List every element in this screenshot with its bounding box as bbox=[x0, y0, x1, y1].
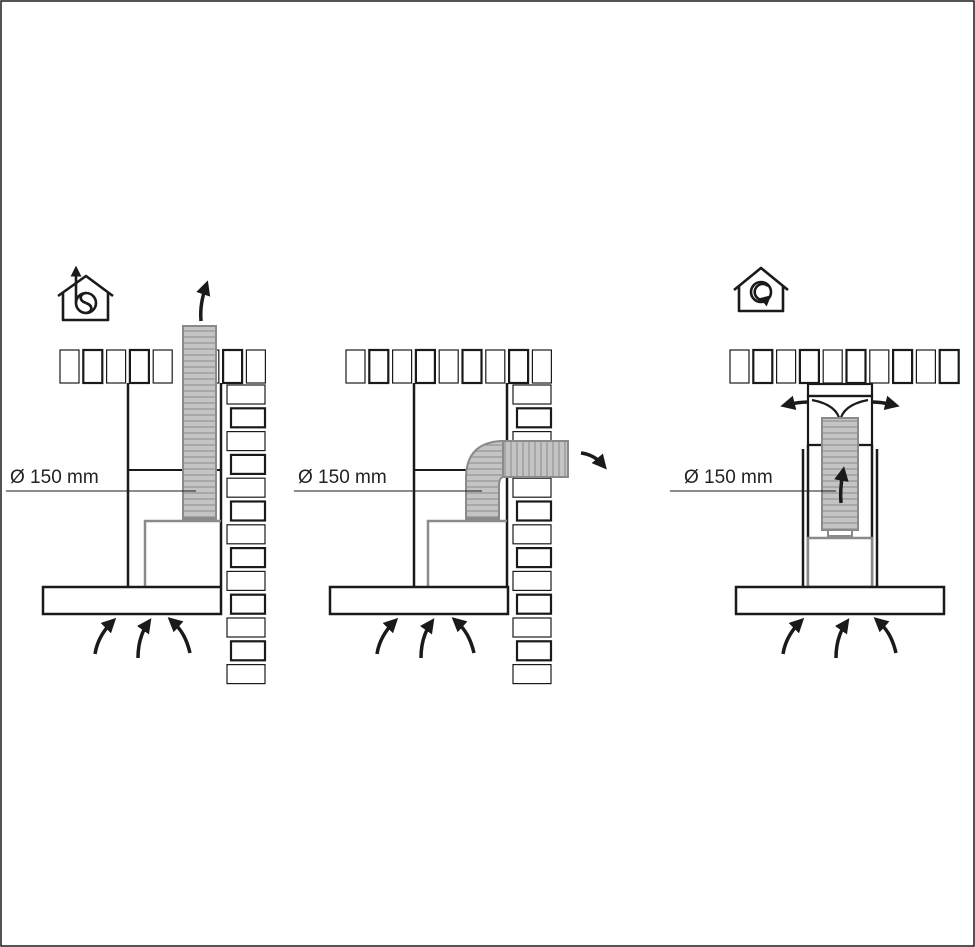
outflow-arrow-left bbox=[780, 395, 810, 410]
recirculation-house-icon bbox=[733, 266, 789, 313]
ceiling-bricks bbox=[59, 348, 266, 385]
wall-bricks bbox=[226, 384, 267, 685]
brick bbox=[438, 349, 459, 384]
brick bbox=[128, 348, 150, 385]
brick bbox=[869, 349, 890, 384]
brick bbox=[368, 348, 390, 385]
brick bbox=[226, 477, 266, 498]
brick bbox=[515, 546, 553, 569]
brick bbox=[531, 349, 553, 384]
hood-canopy bbox=[41, 585, 223, 616]
brick bbox=[798, 348, 821, 385]
brick bbox=[229, 453, 267, 475]
recirculation-arrows bbox=[780, 395, 900, 504]
brick bbox=[226, 524, 266, 545]
brick bbox=[512, 524, 552, 545]
brick bbox=[226, 570, 266, 592]
brick bbox=[461, 348, 483, 385]
brick bbox=[392, 349, 413, 384]
brick bbox=[105, 349, 127, 384]
hood-canopy bbox=[734, 585, 946, 616]
brick bbox=[226, 663, 266, 685]
motor-box bbox=[426, 519, 507, 586]
hood-canopy bbox=[328, 585, 510, 616]
brick bbox=[512, 663, 552, 685]
intake-arrow-right bbox=[873, 617, 898, 654]
brick bbox=[775, 349, 797, 384]
duct-diameter-label: Ø 150 mm bbox=[10, 467, 99, 488]
brick bbox=[245, 349, 266, 384]
panel-recirculation: Ø 150 mm bbox=[670, 266, 960, 659]
brick bbox=[59, 349, 80, 384]
intake-arrow-center bbox=[136, 618, 152, 659]
brick bbox=[229, 640, 267, 662]
brick bbox=[512, 384, 552, 405]
intake-arrow-right bbox=[167, 617, 192, 654]
ceiling-bricks bbox=[345, 348, 553, 385]
upflow-arrow bbox=[834, 466, 849, 504]
brick bbox=[229, 500, 267, 522]
brick bbox=[226, 431, 266, 452]
brick bbox=[915, 349, 937, 384]
brick bbox=[512, 617, 552, 638]
brick bbox=[414, 348, 436, 385]
brick bbox=[485, 349, 506, 384]
outflow-arrow-right bbox=[870, 395, 900, 410]
intake-arrows bbox=[375, 617, 476, 659]
duct-out-house-icon bbox=[57, 265, 114, 322]
duct-diameter-label: Ø 150 mm bbox=[298, 467, 387, 488]
exhaust-arrow bbox=[580, 451, 607, 470]
brick bbox=[515, 500, 553, 522]
brick bbox=[515, 593, 553, 615]
motor-box bbox=[806, 536, 874, 589]
intake-arrows bbox=[93, 617, 192, 659]
brick bbox=[822, 349, 843, 384]
intake-arrow-right bbox=[451, 617, 476, 654]
flex-duct bbox=[182, 325, 217, 520]
brick bbox=[222, 348, 244, 385]
intake-arrows bbox=[781, 617, 898, 659]
duct-diameter-label: Ø 150 mm bbox=[684, 467, 773, 488]
flex-duct-horizontal bbox=[502, 440, 569, 478]
brick bbox=[152, 349, 173, 384]
panel-outside-vertical: Ø 150 mm bbox=[6, 265, 267, 685]
brick bbox=[226, 384, 266, 405]
intake-arrow-center bbox=[834, 618, 850, 659]
brick bbox=[515, 407, 553, 429]
exhaust-arrow bbox=[196, 280, 211, 322]
brick bbox=[82, 348, 104, 385]
intake-arrow-left bbox=[781, 617, 805, 655]
brick bbox=[891, 348, 914, 385]
panel-outside-wall: Ø 150 mm bbox=[294, 348, 607, 685]
brick bbox=[512, 477, 552, 498]
brick bbox=[229, 546, 267, 569]
wall-bricks bbox=[512, 384, 553, 685]
brick bbox=[512, 570, 552, 592]
intake-arrow-left bbox=[375, 617, 399, 655]
brick bbox=[515, 640, 553, 662]
brick bbox=[229, 407, 267, 429]
brick bbox=[729, 349, 750, 384]
brick bbox=[345, 349, 366, 384]
brick bbox=[508, 348, 530, 385]
brick bbox=[226, 617, 266, 638]
motor-box bbox=[143, 519, 221, 586]
brick bbox=[229, 593, 267, 615]
intake-arrow-center bbox=[419, 618, 435, 659]
intake-arrow-left bbox=[93, 617, 117, 655]
brick bbox=[845, 348, 867, 385]
brick bbox=[752, 348, 774, 385]
ceiling-bricks bbox=[729, 348, 960, 385]
flex-duct bbox=[821, 417, 859, 531]
brick bbox=[938, 348, 960, 385]
recirculation-head bbox=[806, 382, 874, 398]
